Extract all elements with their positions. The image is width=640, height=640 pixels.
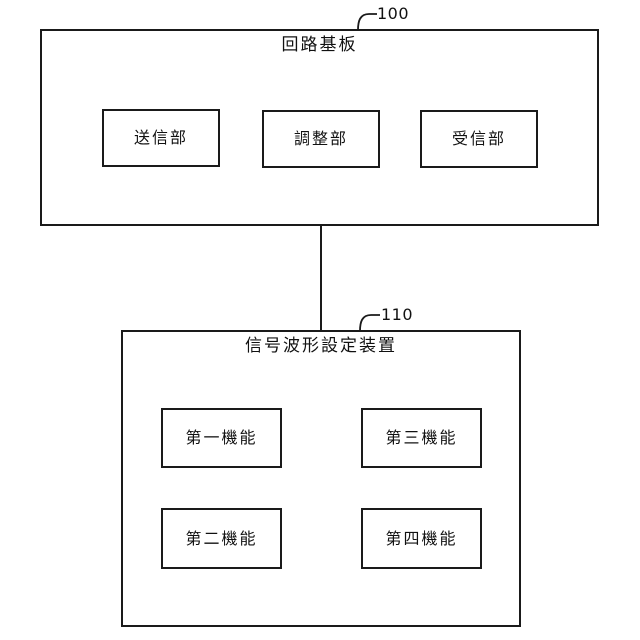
function4-box: 第四機能: [361, 508, 482, 569]
function4-label: 第四機能: [385, 528, 458, 548]
transmitter-box: 送信部: [102, 109, 220, 167]
leader-line-100: [357, 13, 377, 31]
leader-line-110: [359, 314, 380, 332]
receiver-box: 受信部: [420, 110, 538, 168]
adjuster-label: 調整部: [293, 129, 348, 148]
function2-box: 第二機能: [161, 508, 282, 569]
transmitter-label: 送信部: [133, 128, 188, 147]
function3-box: 第三機能: [361, 408, 482, 468]
signal-waveform-device-box: 信号波形設定装置: [121, 330, 521, 627]
circuit-board-title: 回路基板: [281, 35, 358, 55]
receiver-label: 受信部: [451, 129, 506, 148]
function2-label: 第二機能: [185, 528, 258, 548]
function3-label: 第三機能: [385, 428, 458, 447]
function1-box: 第一機能: [161, 408, 282, 468]
signal-waveform-device-title: 信号波形設定装置: [245, 336, 397, 356]
ref-label-100: 100: [377, 4, 410, 23]
function1-label: 第一機能: [185, 428, 258, 447]
ref-label-110: 110: [381, 305, 414, 324]
adjuster-box: 調整部: [262, 110, 380, 168]
